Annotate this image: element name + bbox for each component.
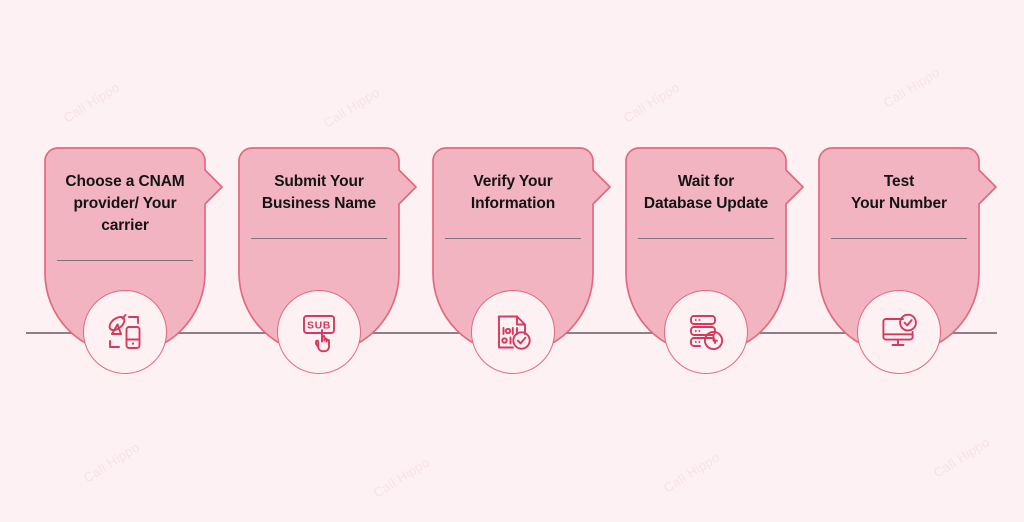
step-divider-1: [57, 260, 193, 261]
monitor-check-icon: [882, 313, 917, 346]
step-title-1: Choose a CNAM provider/ Your carrier: [65, 173, 185, 234]
sub-label: SUB: [307, 320, 331, 332]
step-icon-4-database-clock-icon[interactable]: [664, 290, 748, 374]
step-card-4[interactable]: Wait for Database Update: [625, 147, 805, 362]
timeline-step-5[interactable]: Test Your Number: [818, 147, 997, 374]
step-card-1[interactable]: Choose a CNAM provider/ Your carrier: [44, 147, 224, 362]
step-title-2: Submit Your Business Name: [261, 173, 377, 212]
timeline-step-3[interactable]: Verify Your Information: [432, 147, 611, 374]
step-icon-3-binary-document-check-icon[interactable]: [471, 290, 555, 374]
step-card-2[interactable]: Submit Your Business Name: [238, 147, 418, 362]
step-icon-1-satellite-dish-phone-icon[interactable]: [83, 290, 167, 374]
database-clock-icon: [690, 315, 724, 351]
step-divider-2: [251, 238, 387, 239]
step-divider-3: [445, 238, 581, 239]
satellite-dish-phone-icon: [108, 314, 141, 349]
timeline-step-1[interactable]: Choose a CNAM provider/ Your carrier: [44, 147, 223, 374]
binary-document-check-icon: [498, 315, 531, 350]
step-title-5: Test Your Number: [851, 173, 947, 212]
step-icon-2-submit-button-hand-click-icon[interactable]: SUB: [277, 290, 361, 374]
step-divider-4: [638, 238, 774, 239]
step-divider-5: [831, 238, 967, 239]
submit-button-hand-click-icon: SUB: [303, 315, 335, 353]
step-card-5[interactable]: Test Your Number: [818, 147, 998, 362]
timeline-step-2[interactable]: Submit Your Business Name SUB: [238, 147, 417, 374]
step-icon-5-monitor-check-icon[interactable]: [857, 290, 941, 374]
step-title-4: Wait for Database Update: [643, 173, 769, 212]
step-card-3[interactable]: Verify Your Information: [432, 147, 612, 362]
step-title-3: Verify Your Information: [470, 173, 556, 212]
timeline-step-4[interactable]: Wait for Database Update: [625, 147, 804, 374]
